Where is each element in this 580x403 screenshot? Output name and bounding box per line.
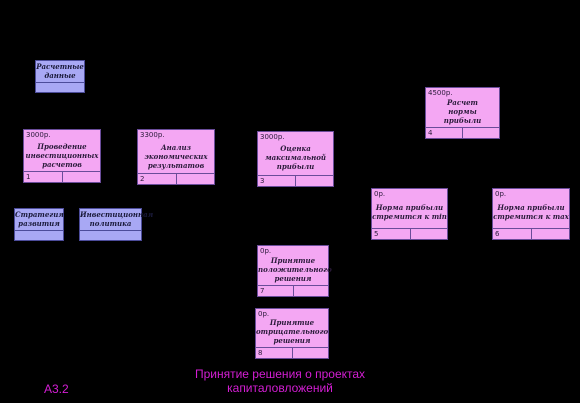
activity-divider <box>62 172 63 182</box>
activity-number: 2 <box>140 175 145 183</box>
activity-number: 1 <box>26 173 31 181</box>
activity-cost: 0р. <box>260 247 272 255</box>
activity-footer: 8 <box>256 347 328 358</box>
activity-footer: 1 <box>24 171 100 182</box>
activity-box-5[interactable]: 0р. Норма прибыли стремится к min 5 <box>371 188 448 240</box>
activity-footer: 3 <box>258 175 333 186</box>
activity-label: Норма прибыли стремится к min <box>372 203 447 221</box>
activity-label: Расчет нормы прибыли <box>443 98 482 125</box>
activity-label: Проведение инвестиционных расчетов <box>25 142 99 169</box>
activity-label: Принятие положительного решения <box>258 256 332 283</box>
activity-label: Оценка максимальной прибыли <box>264 144 327 171</box>
data-box-footer <box>36 82 84 92</box>
activity-cost: 3300р. <box>140 131 165 139</box>
activity-number: 5 <box>374 230 379 238</box>
data-box-footer <box>80 230 141 240</box>
activity-divider <box>292 348 293 358</box>
data-box-calculated-data[interactable]: Расчетные данные <box>35 60 85 93</box>
activity-divider <box>531 229 532 239</box>
activity-box-1[interactable]: 3000р. Проведение инвестиционных расчето… <box>23 129 101 183</box>
activity-number: 3 <box>260 177 265 185</box>
diagram-title: Принятие решения о проектах капиталовлож… <box>194 367 366 395</box>
activity-footer: 5 <box>372 228 447 239</box>
data-box-development-strategy[interactable]: Стратегия развития <box>14 208 64 241</box>
activity-footer: 7 <box>258 285 328 296</box>
activity-cost: 0р. <box>258 310 270 318</box>
activity-label: Принятие отрицательного решения <box>256 318 329 345</box>
activity-number: 8 <box>258 349 263 357</box>
activity-cost: 0р. <box>495 190 507 198</box>
activity-footer: 4 <box>426 127 499 138</box>
activity-divider <box>295 176 296 186</box>
activity-box-7[interactable]: 0р. Принятие положительного решения 7 <box>257 245 332 297</box>
activity-divider <box>293 286 294 296</box>
activity-number: 4 <box>428 129 433 137</box>
activity-divider <box>176 174 177 184</box>
activity-box-3[interactable]: 3000р. Оценка максимальной прибыли 3 <box>257 131 334 187</box>
activity-label: Анализ экономических результатов <box>144 143 208 170</box>
data-box-label: Инвестиционная политика <box>80 210 154 228</box>
data-box-footer <box>15 230 63 240</box>
activity-box-4[interactable]: 4500р. Расчет нормы прибыли 4 <box>425 87 500 139</box>
activity-footer: 2 <box>138 173 214 184</box>
activity-footer: 6 <box>493 228 569 239</box>
diagram-node-code: А3.2 <box>44 382 69 396</box>
activity-box-6[interactable]: 0р. Норма прибыли стремится к max 6 <box>492 188 570 240</box>
data-box-label: Стратегия развития <box>15 210 64 228</box>
activity-number: 7 <box>260 287 265 295</box>
data-box-investment-policy[interactable]: Инвестиционная политика <box>79 208 154 241</box>
activity-divider <box>410 229 411 239</box>
activity-label: Норма прибыли стремится к max <box>493 203 569 221</box>
activity-number: 6 <box>495 230 500 238</box>
activity-cost: 0р. <box>374 190 386 198</box>
activity-box-8[interactable]: 0р. Принятие отрицательного решения 8 <box>255 308 329 359</box>
activity-cost: 3000р. <box>26 131 51 139</box>
activity-box-2[interactable]: 3300р. Анализ экономических результатов … <box>137 129 215 185</box>
activity-cost: 4500р. <box>428 89 453 97</box>
activity-divider <box>462 128 463 138</box>
data-box-label: Расчетные данные <box>36 62 84 80</box>
activity-cost: 3000р. <box>260 133 285 141</box>
